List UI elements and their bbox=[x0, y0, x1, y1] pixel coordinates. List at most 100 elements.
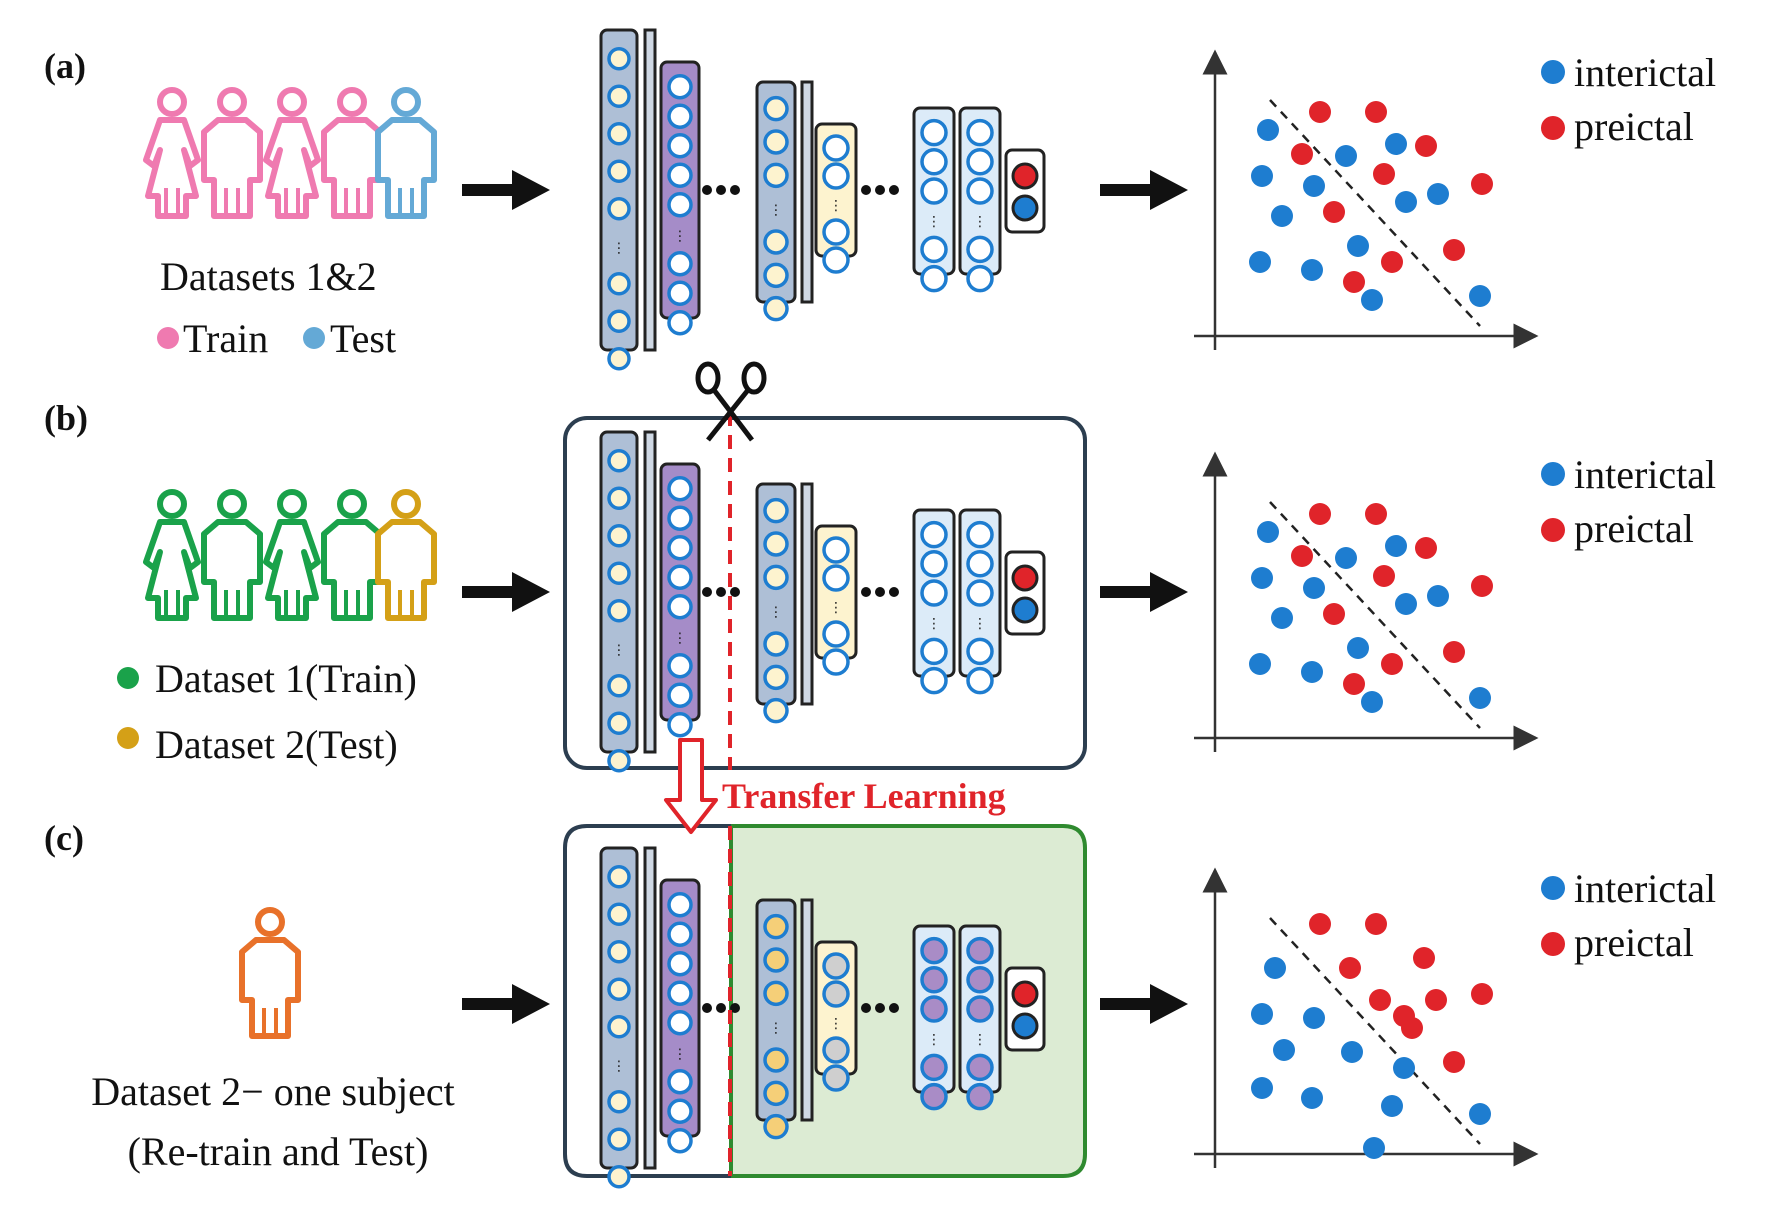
neuron bbox=[966, 1053, 994, 1082]
neuron bbox=[822, 952, 850, 980]
person-head bbox=[391, 87, 421, 117]
preictal-point bbox=[1309, 913, 1331, 935]
ellipsis: ⋮ bbox=[973, 1032, 987, 1048]
interictal-point bbox=[1393, 1057, 1415, 1079]
neuron bbox=[966, 579, 994, 607]
dataset-caption-c-line1: Dataset 2− one subject bbox=[91, 1069, 455, 1114]
ellipsis: ⋮ bbox=[927, 1032, 941, 1048]
interictal-point bbox=[1395, 593, 1417, 615]
right-arrow-icon bbox=[462, 572, 550, 612]
interictal-point bbox=[1257, 521, 1279, 543]
preictal-point bbox=[1471, 173, 1493, 195]
preictal-point bbox=[1415, 135, 1437, 157]
interictal-point bbox=[1251, 567, 1273, 589]
dot-separator bbox=[702, 185, 712, 195]
neuron bbox=[920, 520, 948, 549]
dataset-caption-c-line2: (Re-train and Test) bbox=[128, 1129, 429, 1174]
neuron bbox=[920, 966, 948, 994]
interictal-point bbox=[1347, 637, 1369, 659]
neuron bbox=[607, 749, 631, 773]
interictal-point bbox=[1264, 957, 1286, 979]
dot-separator bbox=[875, 185, 885, 195]
dot-separator bbox=[875, 587, 885, 597]
layer-bar bbox=[643, 846, 657, 1170]
layer-bar bbox=[643, 28, 657, 352]
neuron bbox=[822, 1036, 850, 1064]
neuron bbox=[607, 865, 631, 889]
dot-separator bbox=[702, 1003, 712, 1013]
neuron bbox=[763, 1080, 789, 1107]
person-icon bbox=[263, 489, 321, 621]
neuron bbox=[667, 1098, 693, 1124]
neuron bbox=[920, 995, 948, 1023]
person-head bbox=[277, 87, 307, 117]
panel-label-c: (c) bbox=[44, 818, 84, 858]
interictal-point bbox=[1303, 1007, 1325, 1029]
person-body bbox=[239, 937, 301, 1039]
neuron bbox=[822, 134, 850, 162]
neuron bbox=[667, 1128, 693, 1154]
dot-separator bbox=[730, 587, 740, 597]
neuron bbox=[607, 47, 631, 71]
person-body bbox=[321, 117, 383, 219]
interictal-point bbox=[1251, 1077, 1273, 1099]
legend-preictal-b: preictal bbox=[1574, 506, 1694, 551]
person-body bbox=[201, 117, 263, 219]
dot-separator bbox=[716, 1003, 726, 1013]
legend-interictal-a: interictal bbox=[1574, 50, 1716, 95]
interictal-point bbox=[1301, 1087, 1323, 1109]
neuron bbox=[667, 712, 693, 738]
dot-separator bbox=[730, 185, 740, 195]
neuron bbox=[822, 162, 850, 190]
legend-dot-dataset2 bbox=[117, 727, 139, 749]
person-icon bbox=[143, 87, 201, 219]
layer-column bbox=[599, 846, 639, 1170]
scatter-c bbox=[1194, 867, 1539, 1168]
neuron bbox=[763, 564, 789, 591]
layer-column bbox=[599, 28, 639, 352]
ellipsis: ⋮ bbox=[973, 214, 987, 230]
output-neuron-preictal bbox=[1011, 162, 1039, 190]
neuron bbox=[920, 1082, 948, 1111]
neuron bbox=[763, 229, 789, 255]
neuron bbox=[667, 951, 693, 977]
interictal-point bbox=[1347, 235, 1369, 257]
interictal-point bbox=[1361, 691, 1383, 713]
neuron bbox=[966, 148, 994, 176]
neuron bbox=[920, 579, 948, 607]
neuron bbox=[822, 564, 850, 592]
scissors-blade bbox=[706, 388, 750, 442]
preictal-point bbox=[1343, 673, 1365, 695]
person-body bbox=[143, 519, 201, 621]
dot-separator bbox=[875, 1003, 885, 1013]
decision-boundary bbox=[1269, 501, 1481, 729]
neuron bbox=[920, 637, 948, 666]
interictal-point bbox=[1301, 661, 1323, 683]
neuron bbox=[667, 564, 693, 590]
neuron bbox=[607, 347, 631, 371]
layer-bar bbox=[800, 482, 814, 706]
interictal-point bbox=[1303, 175, 1325, 197]
preictal-point bbox=[1291, 143, 1313, 165]
preictal-point bbox=[1365, 913, 1387, 935]
legend-text-train: Train bbox=[183, 316, 268, 361]
neuron bbox=[966, 264, 994, 293]
interictal-point bbox=[1271, 205, 1293, 227]
person-head bbox=[157, 87, 187, 117]
person-body bbox=[143, 117, 201, 219]
preictal-point bbox=[1365, 503, 1387, 525]
legend-dot-preictal-a bbox=[1541, 116, 1565, 140]
neuron bbox=[607, 159, 631, 183]
neuron bbox=[763, 913, 789, 940]
preictal-point bbox=[1291, 545, 1313, 567]
scissors-handle bbox=[741, 361, 767, 395]
scissors-blade bbox=[712, 388, 754, 442]
neuron bbox=[607, 977, 631, 1001]
person-body bbox=[375, 519, 437, 621]
interictal-point bbox=[1249, 251, 1271, 273]
neuron bbox=[607, 711, 631, 735]
people-group-b bbox=[143, 489, 437, 621]
person-head bbox=[217, 87, 247, 117]
neuron bbox=[607, 674, 631, 698]
